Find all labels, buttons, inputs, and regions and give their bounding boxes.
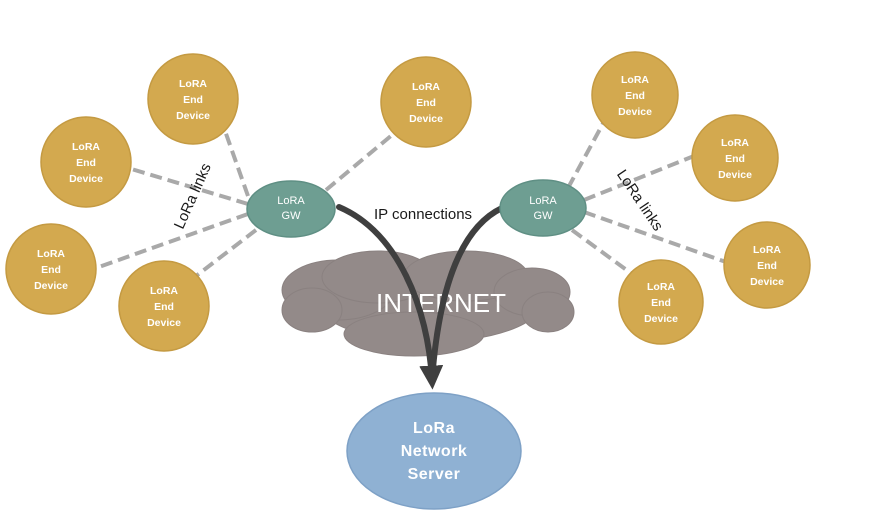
link-left-gw-device-1	[222, 127, 250, 197]
link-right-gw-device-4	[570, 228, 634, 276]
end-device-7: LoRA End Device	[691, 114, 779, 202]
link-left-gw-device-4	[194, 228, 258, 278]
end-device-6-shape	[591, 51, 679, 139]
end-device-9-line2: End	[651, 297, 671, 309]
end-device-8: LoRA End Device	[723, 221, 811, 309]
gateway-left-line1: LoRA	[277, 195, 305, 207]
gateway-right-line1: LoRA	[529, 195, 557, 207]
end-device-8-line1: LoRA	[753, 244, 781, 256]
end-device-3-shape	[5, 223, 97, 315]
end-device-9-line3: Device	[644, 313, 678, 325]
ip-arrow-right	[429, 205, 505, 383]
end-device-8-line2: End	[757, 260, 777, 272]
link-left-gw-device-5	[324, 128, 400, 192]
ip-connections-label: IP connections	[374, 206, 472, 223]
end-device-1-line2: End	[183, 94, 203, 106]
gateway-right: LoRA GW	[499, 179, 587, 237]
end-device-3-line2: End	[41, 264, 61, 276]
internet-cloud	[281, 250, 575, 357]
end-device-8-shape	[723, 221, 811, 309]
link-right-gw-device-1	[566, 117, 608, 189]
end-device-9-line1: LoRA	[647, 281, 675, 293]
end-device-4-line1: LoRA	[150, 285, 178, 297]
end-device-1: LoRA End Device	[147, 53, 239, 145]
end-device-4-shape	[118, 260, 210, 352]
network-server: LoRa Network Server	[346, 392, 522, 510]
end-device-2-line1: LoRA	[72, 141, 100, 153]
end-device-9: LoRA End Device	[618, 259, 704, 345]
end-device-5-line2: End	[416, 97, 436, 109]
end-device-1-line1: LoRA	[179, 78, 207, 90]
end-device-7-shape	[691, 114, 779, 202]
end-device-3-line3: Device	[34, 280, 68, 292]
end-device-3-line1: LoRA	[37, 248, 65, 260]
gateway-right-shape	[499, 179, 587, 237]
end-device-4-line3: Device	[147, 317, 181, 329]
end-device-4: LoRA End Device	[118, 260, 210, 352]
network-server-line2: Network	[401, 443, 468, 460]
link-right-gw-device-3	[583, 210, 727, 264]
end-device-6-line1: LoRA	[621, 74, 649, 86]
end-device-7-line3: Device	[718, 169, 752, 181]
end-device-6-line2: End	[625, 90, 645, 102]
link-left-gw-device-3	[95, 212, 249, 270]
end-device-7-line1: LoRA	[721, 137, 749, 149]
end-device-2-line2: End	[76, 157, 96, 169]
end-device-7-line2: End	[725, 153, 745, 165]
ip-connection-arrows	[336, 204, 505, 390]
end-device-8-line3: Device	[750, 276, 784, 288]
end-device-2: LoRA End Device	[40, 116, 132, 208]
end-device-1-shape	[147, 53, 239, 145]
end-device-4-line2: End	[154, 301, 174, 313]
network-server-shape	[346, 392, 522, 510]
gateway-left: LoRA GW	[246, 180, 336, 238]
lora-links-left-label: LoRa links	[171, 161, 215, 232]
ip-arrow-left	[336, 204, 444, 390]
end-device-5-line3: Device	[409, 113, 443, 125]
lora-links	[95, 117, 727, 278]
network-server-line3: Server	[408, 466, 461, 483]
link-right-gw-device-2	[583, 154, 695, 202]
end-device-5-line1: LoRA	[412, 81, 440, 93]
end-device-3: LoRA End Device	[5, 223, 97, 315]
gateway-left-shape	[246, 180, 336, 238]
link-left-gw-device-2	[127, 166, 249, 206]
end-device-6: LoRA End Device	[591, 51, 679, 139]
end-device-6-line3: Device	[618, 106, 652, 118]
end-device-5: LoRA End Device	[380, 56, 472, 148]
gateway-left-line2: GW	[282, 210, 302, 222]
end-device-1-line3: Device	[176, 110, 210, 122]
gateway-right-line2: GW	[534, 210, 554, 222]
end-device-9-shape	[618, 259, 704, 345]
network-server-line1: LoRa	[413, 420, 455, 437]
end-device-2-shape	[40, 116, 132, 208]
end-device-5-shape	[380, 56, 472, 148]
end-device-2-line3: Device	[69, 173, 103, 185]
